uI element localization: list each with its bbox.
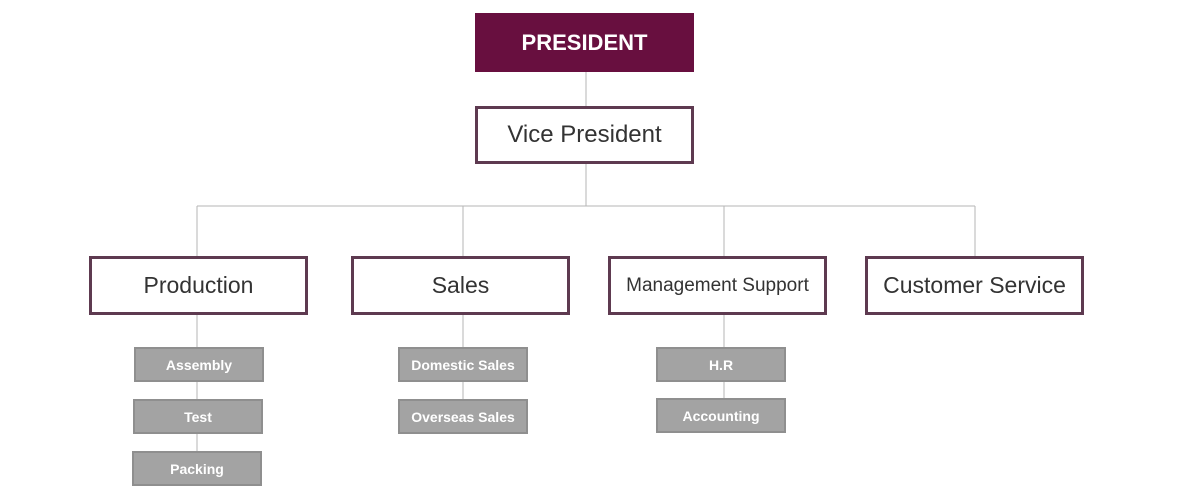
subunit-packing: Packing	[132, 451, 262, 486]
subunit-assembly: Assembly	[134, 347, 264, 382]
subunit-test: Test	[133, 399, 263, 434]
department-production: Production	[89, 256, 308, 315]
subunit-hr: H.R	[656, 347, 786, 382]
subunit-overseas-sales: Overseas Sales	[398, 399, 528, 434]
department-sales: Sales	[351, 256, 570, 315]
department-customer-service: Customer Service	[865, 256, 1084, 315]
subunit-accounting: Accounting	[656, 398, 786, 433]
president-box: PRESIDENT	[475, 13, 694, 72]
department-management-support: Management Support	[608, 256, 827, 315]
vice-president-box: Vice President	[475, 106, 694, 164]
subunit-domestic-sales: Domestic Sales	[398, 347, 528, 382]
